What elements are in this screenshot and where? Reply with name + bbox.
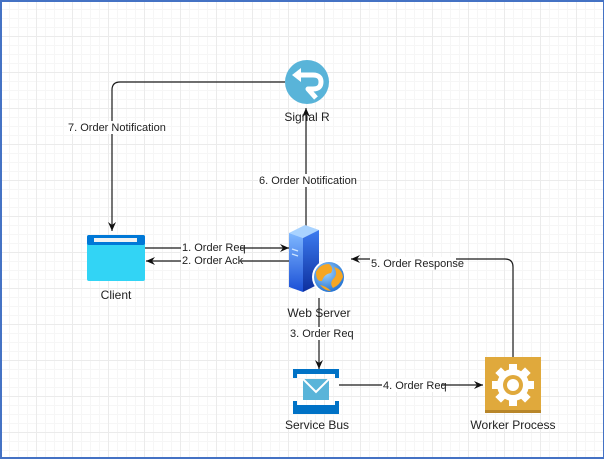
node-servicebus-label: Service Bus: [285, 418, 349, 432]
node-client[interactable]: Client: [87, 235, 145, 302]
edge-3-label: 3. Order Req: [290, 328, 354, 340]
gear-icon: [485, 357, 541, 413]
node-webserver-label: Web Server: [287, 306, 350, 320]
edge-5-order-response[interactable]: [351, 255, 514, 357]
edge-4-label: 4. Order Req: [383, 380, 447, 392]
edge-5-line[interactable]: [351, 255, 514, 357]
node-signalr[interactable]: Signal R: [284, 60, 330, 124]
node-client-label: Client: [101, 288, 132, 302]
edge-5-label: 5. Order Response: [371, 258, 464, 270]
node-worker[interactable]: Worker Process: [470, 357, 556, 432]
web-server-globe-icon: [289, 225, 346, 294]
edge-7-line[interactable]: [108, 81, 285, 231]
envelope-queue-icon: [293, 369, 339, 414]
signalr-icon: [285, 60, 329, 104]
edge-6-label: 6. Order Notification: [259, 175, 357, 187]
browser-window-icon: [87, 235, 145, 281]
edge-7-label: 7. Order Notification: [68, 122, 166, 134]
node-worker-label: Worker Process: [470, 418, 555, 432]
edge-7-order-notification[interactable]: [108, 81, 285, 231]
node-signalr-label: Signal R: [284, 110, 330, 124]
edge-1-label: 1. Order Req: [182, 242, 246, 254]
edge-2-label: 2. Order Ack: [182, 255, 244, 267]
node-webserver[interactable]: Web Server: [287, 225, 351, 320]
node-servicebus[interactable]: Service Bus: [285, 369, 349, 432]
